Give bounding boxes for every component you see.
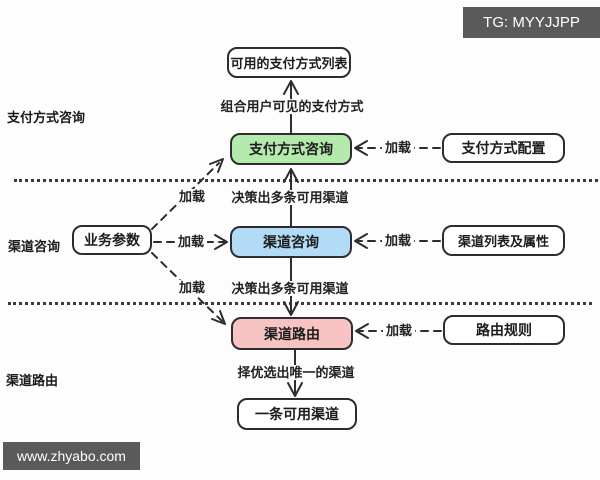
node-payment-consult: 支付方式咨询 (230, 133, 352, 165)
edge-label-load-diag-up: 加载 (175, 189, 209, 204)
section-divider-top (14, 179, 598, 182)
arrowhead-downright-icon (211, 310, 226, 325)
node-routing-rules: 路由规则 (443, 315, 565, 345)
watermark-site: www.zhyabo.com (3, 442, 140, 470)
edge-label-load-diag-down: 加载 (175, 280, 209, 295)
edge-label-load-mid: 加载 (174, 234, 208, 249)
node-channel-route: 渠道路由 (231, 317, 353, 350)
node-available-payment-list: 可用的支付方式列表 (227, 47, 351, 78)
section-divider-bottom (8, 302, 592, 305)
edge-label-load-rules: 加载 (382, 323, 416, 338)
edge-label-combine-visible: 组合用户可见的支付方式 (217, 99, 367, 114)
section-label-channel-route: 渠道路由 (6, 373, 59, 388)
arrowhead-right-icon (214, 234, 228, 250)
arrowhead-down-icon (287, 382, 303, 397)
arrowhead-up-icon (283, 80, 299, 95)
node-payment-config: 支付方式配置 (442, 133, 565, 163)
watermark-tg: TG: MYYJJPP (463, 7, 600, 38)
edge-label-load-list: 加载 (381, 233, 415, 248)
arrowhead-down-icon (283, 301, 299, 316)
dashed-arrowheads (209, 140, 369, 339)
node-single-channel: 一条可用渠道 (237, 398, 357, 430)
section-label-channel-consult: 渠道咨询 (8, 239, 61, 254)
section-label-payment-consult: 支付方式咨询 (7, 110, 86, 125)
arrowhead-upright-icon (209, 158, 224, 173)
node-biz-params: 业务参数 (72, 225, 152, 255)
arrowhead-left-icon (354, 140, 368, 156)
node-channel-list-attrs: 渠道列表及属性 (442, 225, 565, 256)
edge-label-decide-multi-lower: 决策出多条可用渠道 (228, 281, 352, 296)
arrowhead-up-icon (283, 168, 299, 183)
edge-label-load-config: 加载 (381, 140, 415, 155)
dash-biz-to-route (151, 252, 223, 322)
node-channel-consult: 渠道咨询 (230, 226, 352, 258)
edge-label-pick-best: 择优选出唯一的渠道 (234, 365, 358, 380)
dash-biz-to-payment (151, 162, 220, 230)
edge-label-decide-multi-upper: 决策出多条可用渠道 (228, 190, 352, 205)
arrowhead-left-icon (354, 233, 368, 249)
arrowhead-left-icon (355, 323, 369, 339)
